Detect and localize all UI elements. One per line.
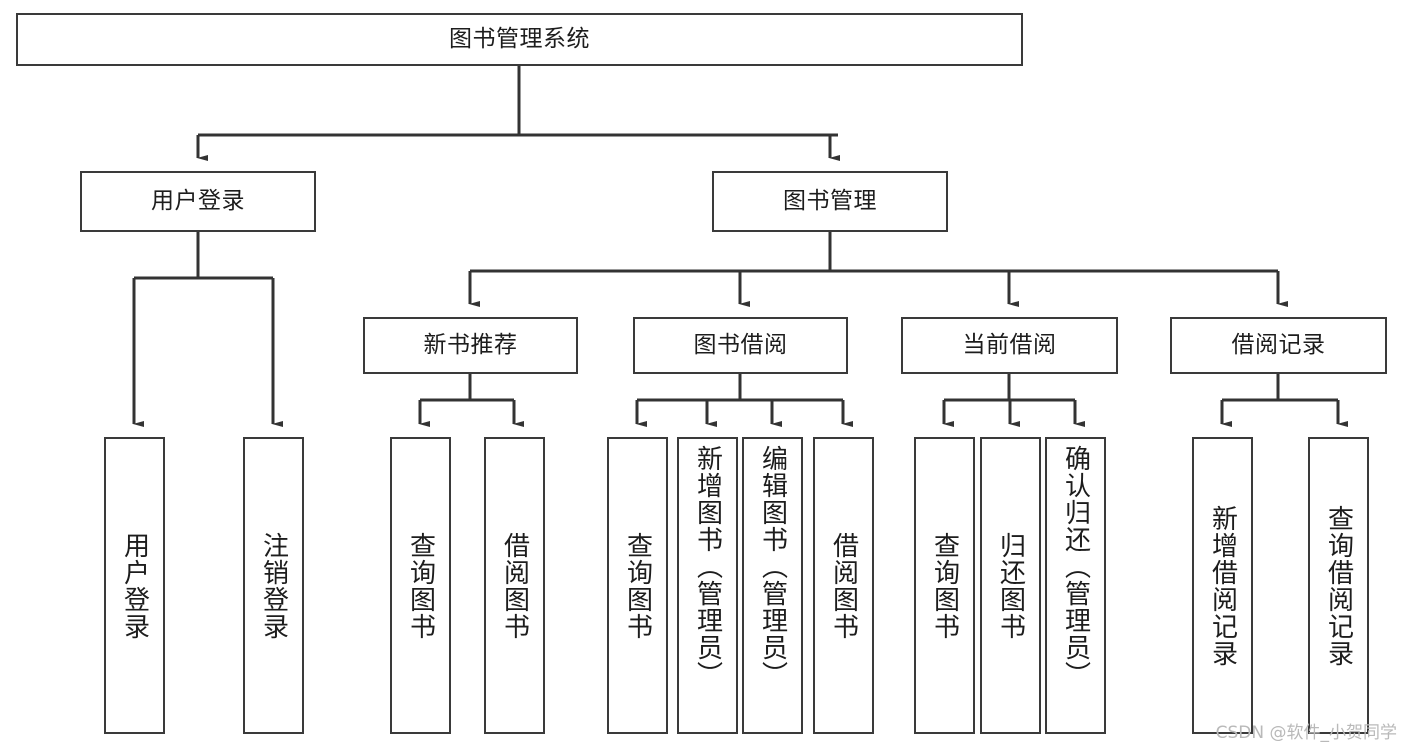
node-book-borrow[interactable]: 图书借阅 bbox=[633, 317, 848, 374]
node-leaf-add-book[interactable]: 新增图书（管理员） bbox=[677, 437, 738, 734]
node-leaf-borrow-book-rec[interactable]: 借阅图书 bbox=[484, 437, 545, 734]
node-new-book-rec-label: 新书推荐 bbox=[423, 332, 518, 359]
node-book-borrow-label: 图书借阅 bbox=[693, 332, 788, 359]
node-leaf-query-book-rec-label: 查询图书 bbox=[405, 531, 436, 640]
node-borrow-record-label: 借阅记录 bbox=[1231, 332, 1326, 359]
node-leaf-return-book-label: 归还图书 bbox=[995, 531, 1026, 640]
node-root-label: 图书管理系统 bbox=[449, 26, 590, 53]
node-leaf-borrow-book-rec-label: 借阅图书 bbox=[499, 531, 530, 640]
node-leaf-user-login-label: 用户登录 bbox=[119, 531, 150, 640]
node-user-login[interactable]: 用户登录 bbox=[80, 171, 316, 232]
node-borrow-record[interactable]: 借阅记录 bbox=[1170, 317, 1387, 374]
node-leaf-edit-book[interactable]: 编辑图书（管理员） bbox=[742, 437, 803, 734]
node-leaf-borrow-book-label: 借阅图书 bbox=[828, 531, 859, 640]
node-leaf-add-record-label: 新增借阅记录 bbox=[1207, 504, 1238, 667]
node-leaf-query-record[interactable]: 查询借阅记录 bbox=[1308, 437, 1369, 734]
node-current-borrow-label: 当前借阅 bbox=[962, 332, 1057, 359]
node-new-book-rec[interactable]: 新书推荐 bbox=[363, 317, 578, 374]
node-current-borrow[interactable]: 当前借阅 bbox=[901, 317, 1118, 374]
node-leaf-borrow-book[interactable]: 借阅图书 bbox=[813, 437, 874, 734]
node-leaf-query-record-label: 查询借阅记录 bbox=[1323, 504, 1354, 667]
node-leaf-user-login[interactable]: 用户登录 bbox=[104, 437, 165, 734]
node-leaf-add-book-label: 新增图书（管理员） bbox=[692, 445, 723, 688]
node-leaf-query-book-cur-label: 查询图书 bbox=[929, 531, 960, 640]
node-leaf-confirm-return-label: 确认归还（管理员） bbox=[1060, 445, 1091, 688]
node-leaf-add-record[interactable]: 新增借阅记录 bbox=[1192, 437, 1253, 734]
node-user-login-label: 用户登录 bbox=[151, 188, 245, 215]
node-book-manage[interactable]: 图书管理 bbox=[712, 171, 948, 232]
node-leaf-confirm-return[interactable]: 确认归还（管理员） bbox=[1045, 437, 1106, 734]
node-leaf-query-book-borrow-label: 查询图书 bbox=[622, 531, 653, 640]
node-leaf-logout[interactable]: 注销登录 bbox=[243, 437, 304, 734]
csdn-watermark: CSDN @软件_小贺同学 bbox=[1215, 723, 1397, 743]
node-leaf-logout-label: 注销登录 bbox=[258, 531, 289, 640]
node-leaf-return-book[interactable]: 归还图书 bbox=[980, 437, 1041, 734]
node-leaf-query-book-rec[interactable]: 查询图书 bbox=[390, 437, 451, 734]
node-root[interactable]: 图书管理系统 bbox=[16, 13, 1023, 66]
node-leaf-query-book-cur[interactable]: 查询图书 bbox=[914, 437, 975, 734]
node-leaf-query-book-borrow[interactable]: 查询图书 bbox=[607, 437, 668, 734]
node-book-manage-label: 图书管理 bbox=[783, 188, 877, 215]
node-leaf-edit-book-label: 编辑图书（管理员） bbox=[757, 445, 788, 688]
